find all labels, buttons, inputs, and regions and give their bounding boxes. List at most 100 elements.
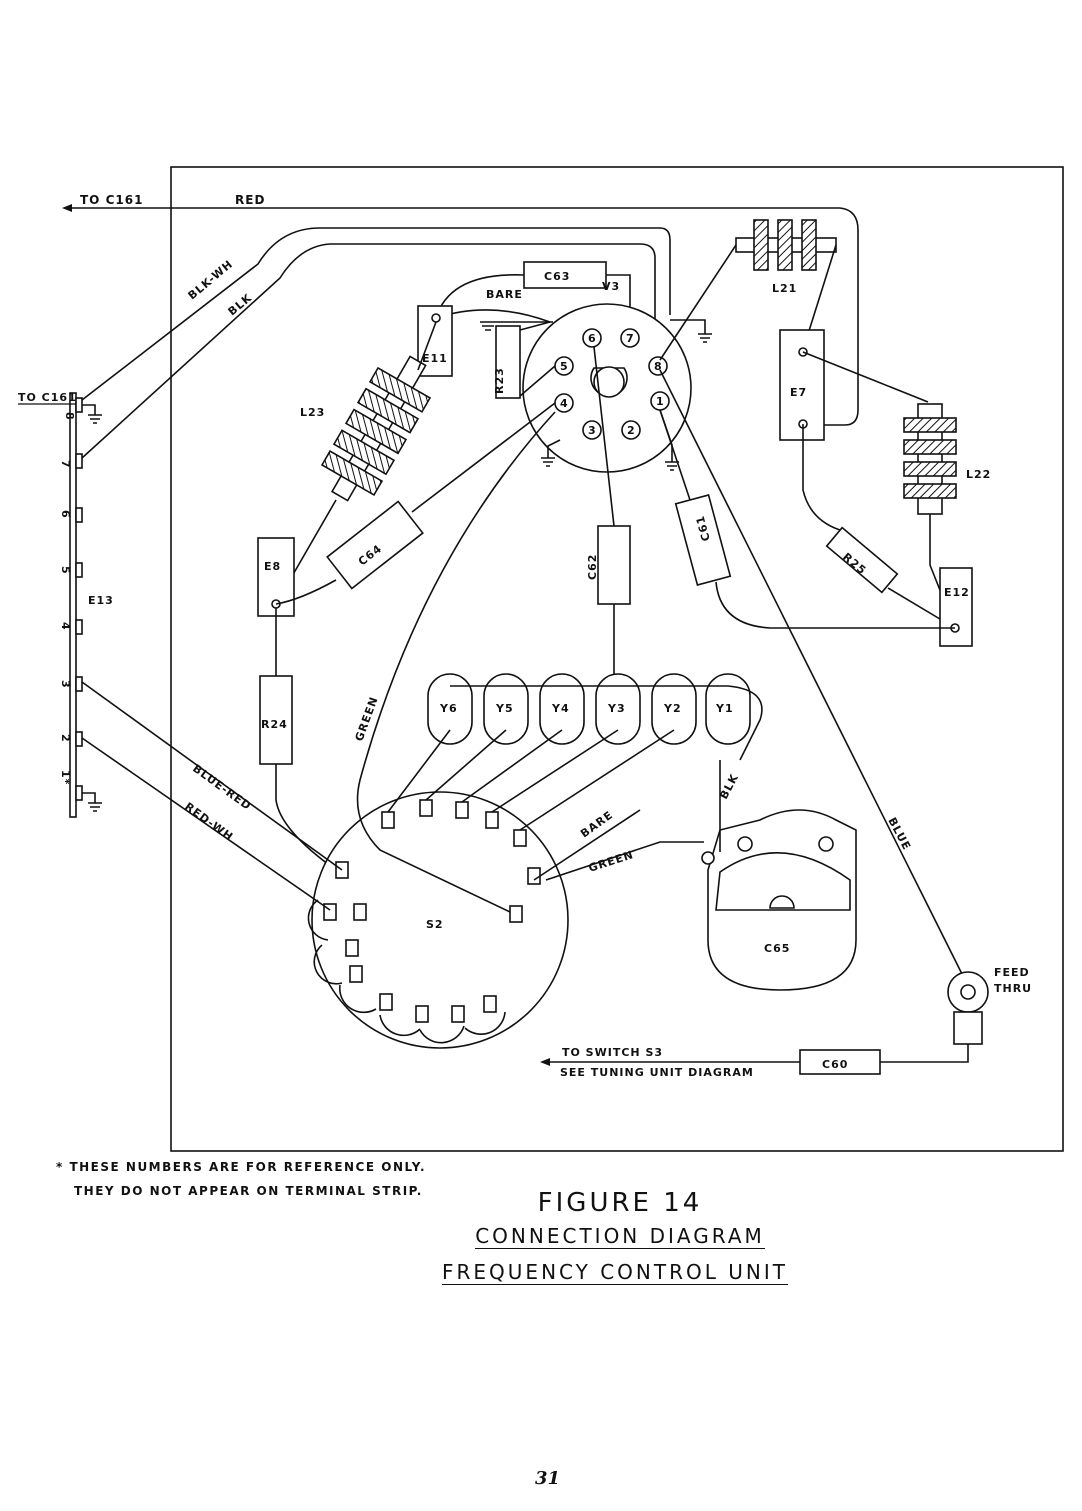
coil-l21: [735, 219, 837, 271]
arrow-left-icon: [62, 204, 72, 212]
terminal-number: 5: [59, 566, 72, 575]
crystal-bus: [450, 685, 763, 761]
terminal-numbers: 8 7 6 5 4 3 2 1*: [59, 412, 76, 785]
resistor-r25: [825, 526, 899, 594]
ground-icon: [670, 319, 712, 343]
crystal-label: Y4: [551, 702, 570, 715]
crystal-label: Y5: [495, 702, 514, 715]
switch-lugs: [323, 799, 541, 1023]
ground-icon: [480, 321, 553, 331]
red-wh-label: RED-WH: [182, 800, 236, 844]
blue-red-wire: [81, 681, 343, 871]
chassis-outline: [170, 166, 1064, 1152]
terminal-lugs: [75, 397, 83, 801]
crystal-label: Y6: [439, 702, 458, 715]
pin-label: 8: [654, 360, 663, 373]
crystal-label: Y1: [715, 702, 734, 715]
red-label: RED: [235, 193, 265, 207]
r24-label: R24: [261, 718, 288, 731]
v3-label: V3: [602, 280, 620, 293]
e11-label: E11: [422, 352, 448, 365]
to-c161-left-label: TO C161: [18, 391, 77, 404]
reference-note-line2: THEY DO NOT APPEAR ON TERMINAL STRIP.: [74, 1184, 423, 1198]
ground-icon: [82, 792, 102, 812]
thru-label: THRU: [994, 982, 1032, 995]
terminal-number: 6: [59, 510, 72, 519]
s2-label: S2: [426, 918, 444, 931]
coil-l23: [320, 355, 432, 502]
pin-label: 4: [560, 397, 569, 410]
pin-label: 7: [626, 332, 635, 345]
crystal-label: Y2: [663, 702, 682, 715]
reference-note-line1: * THESE NUMBERS ARE FOR REFERENCE ONLY.: [56, 1160, 427, 1174]
bare-mid-label: BARE: [578, 808, 615, 840]
c60-label: C60: [822, 1058, 848, 1071]
coil-l22: [903, 403, 957, 515]
arrow-left-icon: [540, 1058, 550, 1066]
resistor-r23: [495, 325, 521, 399]
to-switch-label: TO SWITCH S3: [562, 1046, 663, 1059]
red-wh-wire: [81, 737, 331, 911]
bare-mid-wire: [533, 809, 641, 881]
blue-wire: [659, 369, 966, 981]
ground-icon: [82, 404, 102, 424]
terminal-number: 4: [59, 622, 72, 631]
green-left-label: GREEN: [353, 695, 381, 743]
resistor-r24: [259, 675, 293, 765]
terminal-number: 1*: [59, 770, 72, 785]
ground-icon: [541, 439, 561, 467]
switch-s2: [311, 791, 569, 1049]
e8-label: E8: [264, 560, 281, 573]
see-tuning-label: SEE TUNING UNIT DIAGRAM: [560, 1066, 754, 1079]
terminal-e12: [939, 567, 973, 647]
pin-label: 2: [627, 424, 636, 437]
bare-top-label: BARE: [486, 288, 523, 301]
crystal-bank: [427, 673, 751, 745]
pin-label: 1: [656, 395, 665, 408]
figure-title-1-text: CONNECTION DIAGRAM: [475, 1224, 765, 1249]
terminal-strip-e13: [69, 392, 77, 818]
switch-scallops: [307, 899, 506, 1044]
green-wire: [356, 411, 556, 913]
blk-wh-wire: [81, 227, 671, 401]
capacitor-c61: [674, 494, 732, 586]
figure-title-2: FREQUENCY CONTROL UNIT: [420, 1260, 810, 1285]
pin-label: 5: [560, 360, 569, 373]
blue-right-label: BLUE: [885, 815, 913, 852]
green-mid-label: GREEN: [587, 848, 635, 875]
figure-title-2-text: FREQUENCY CONTROL UNIT: [442, 1260, 788, 1285]
terminal-number: 3: [59, 680, 72, 689]
figure-number: FIGURE 14: [537, 1188, 703, 1218]
feed-label: FEED: [994, 966, 1030, 979]
green-mid-wire: [545, 841, 704, 881]
r23-label: R23: [493, 367, 506, 394]
terminal-number: 7: [59, 460, 72, 469]
c63-label: C63: [544, 270, 570, 283]
c62-label: C62: [586, 554, 599, 580]
pin-label: 3: [588, 424, 597, 437]
page-number: 31: [535, 1468, 561, 1489]
terminal-number: 8: [63, 412, 76, 421]
l22-label: L22: [966, 468, 991, 481]
pin-label: 6: [588, 332, 597, 345]
red-wire: [65, 207, 859, 426]
capacitor-c64: [326, 500, 424, 590]
capacitor-c63: [523, 261, 607, 289]
e12-label: E12: [944, 586, 970, 599]
e7-label: E7: [790, 386, 807, 399]
tube-pins: 1 2 3 4 5 6 7 8: [554, 328, 670, 440]
l21-label: L21: [772, 282, 797, 295]
blue-red-label: BLUE-RED: [190, 762, 254, 813]
c65-label: C65: [764, 942, 790, 955]
crystal-labels: Y6 Y5 Y4 Y3 Y2 Y1: [439, 702, 734, 715]
crystal-label: Y3: [607, 702, 626, 715]
figure-title-1: CONNECTION DIAGRAM: [470, 1224, 770, 1249]
blk-wire: [81, 243, 656, 459]
capacitor-c62: [597, 525, 631, 605]
l23-label: L23: [300, 406, 325, 419]
terminal-number: 2: [59, 734, 72, 743]
to-c161-top-label: TO C161: [80, 193, 143, 207]
e13-label: E13: [88, 594, 114, 607]
blk-wh-label: BLK-WH: [186, 257, 236, 302]
